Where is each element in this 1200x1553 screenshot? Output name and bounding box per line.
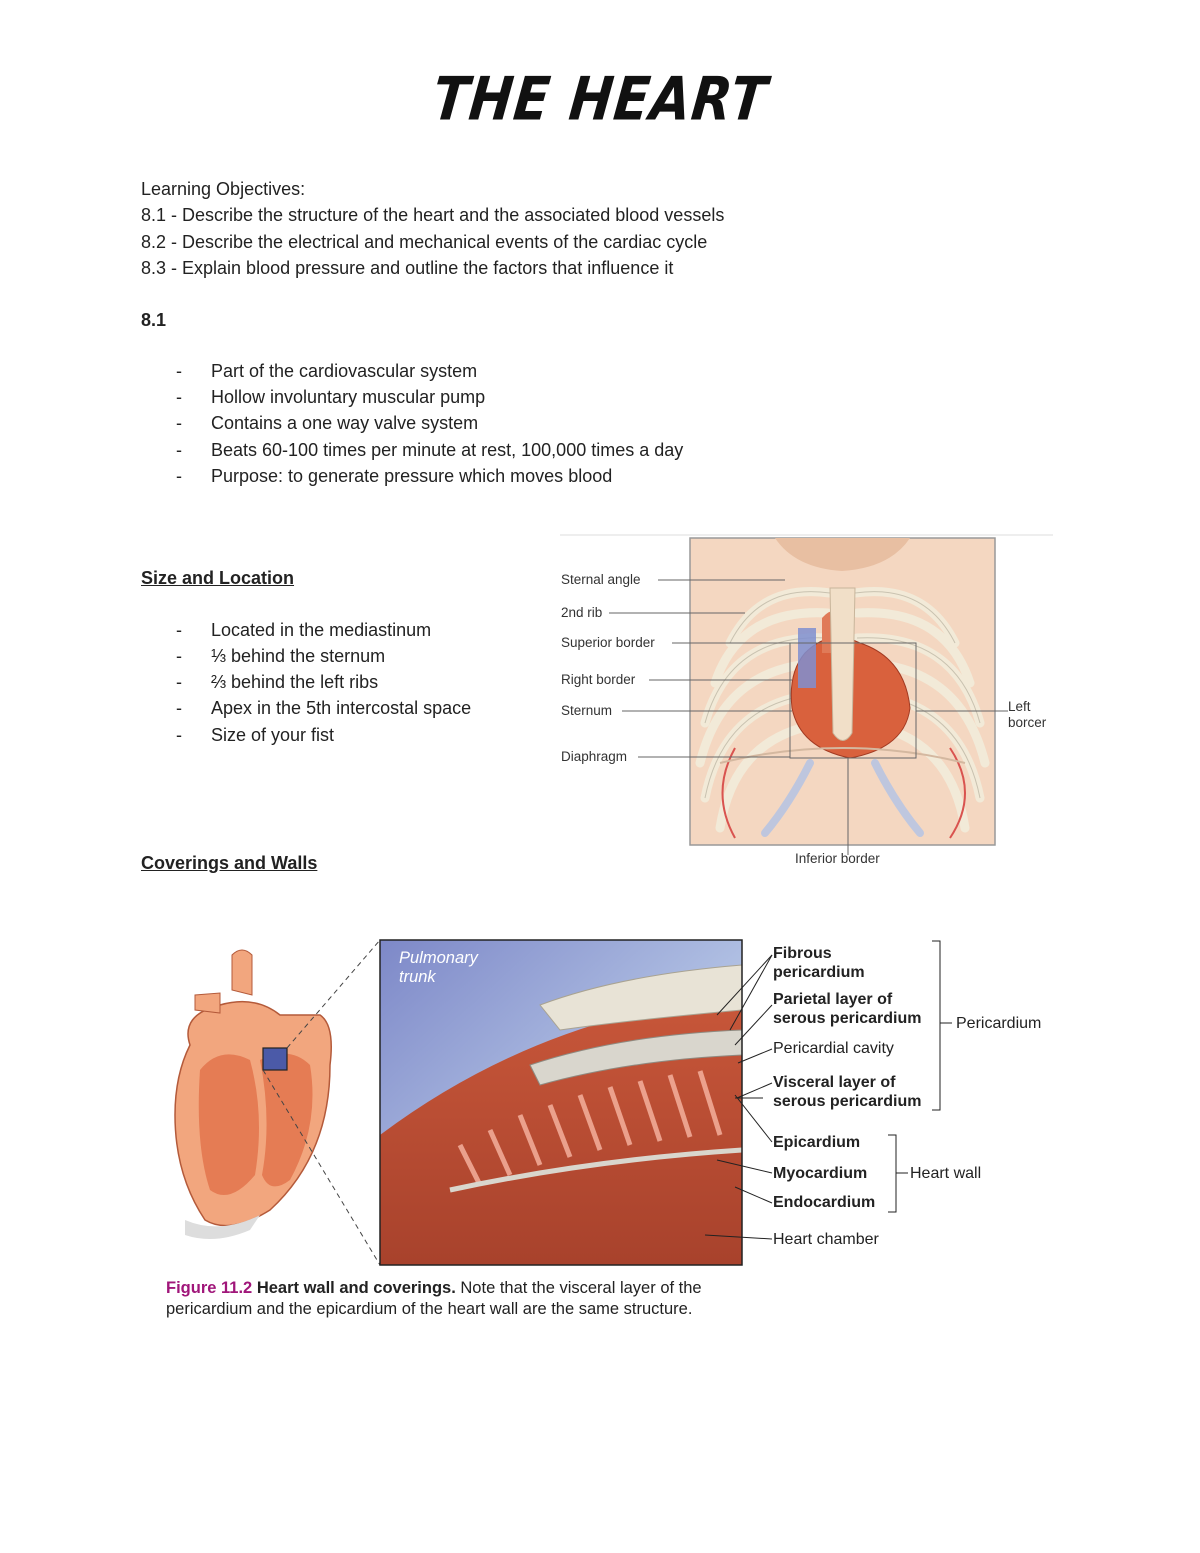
list-item: Contains a one way valve system (211, 413, 479, 433)
heart-wall-figure: Pulmonary trunk Fibrous pericardium Pari… (160, 935, 1060, 1275)
objective-item: 8.2 - Describe the electrical and mechan… (141, 232, 708, 252)
label-fibrous-2: pericardium (773, 964, 865, 981)
caption-text: Note that the visceral layer of the peri… (166, 1279, 702, 1318)
objective-item: 8.3 - Explain blood pressure and outline… (141, 258, 674, 278)
bullet-dash: - (176, 620, 182, 640)
label-parietal: Parietal layer of (773, 991, 893, 1008)
heart-location-figure: Sternal angle 2nd rib Superior border Ri… (560, 533, 1055, 873)
bullet-dash: - (176, 672, 182, 692)
inset-label-trunk: trunk (399, 968, 436, 986)
bullet-dash: - (176, 361, 182, 381)
objective-item: 8.1 - Describe the structure of the hear… (141, 205, 725, 225)
list-item: Size of your fist (211, 725, 335, 745)
list-item: Purpose: to generate pressure which move… (211, 466, 613, 486)
label-right-border: Right border (561, 672, 636, 687)
label-inferior-border: Inferior border (795, 851, 880, 866)
label-left-border-2: borcer (1008, 715, 1047, 730)
objectives-heading: Learning Objectives: (141, 179, 306, 199)
figure-caption: Figure 11.2 Heart wall and coverings. No… (166, 1278, 766, 1320)
page-title: THE HEART (429, 65, 771, 135)
caption-figure-number: Figure 11.2 (166, 1279, 253, 1297)
label-diaphragm: Diaphragm (561, 749, 628, 764)
section-heading-coverings: Coverings and Walls (141, 853, 318, 873)
list-item: ⅔ behind the left ribs (211, 672, 379, 692)
list-item: Beats 60-100 times per minute at rest, 1… (211, 440, 684, 460)
bullet-dash: - (176, 387, 182, 407)
label-visceral-2: serous pericardium (773, 1093, 922, 1110)
list-item: Located in the mediastinum (211, 620, 432, 640)
section-heading-8-1: 8.1 (141, 310, 167, 330)
heart-wall-illustration (174, 939, 952, 1266)
label-pericardial-cavity: Pericardial cavity (773, 1040, 894, 1057)
bullet-dash: - (176, 646, 182, 666)
section-heading-size-location: Size and Location (141, 568, 295, 588)
label-epicardium: Epicardium (773, 1134, 861, 1151)
list-item: Part of the cardiovascular system (211, 361, 478, 381)
label-heart-chamber: Heart chamber (773, 1231, 879, 1248)
inset-label-pulmonary: Pulmonary (399, 949, 478, 967)
label-pericardium: Pericardium (956, 1015, 1042, 1032)
bullet-dash: - (176, 413, 182, 433)
bullet-dash: - (176, 466, 182, 486)
label-left-border: Left (1008, 699, 1031, 714)
bullet-dash: - (176, 698, 182, 718)
label-visceral: Visceral layer of (773, 1074, 896, 1091)
label-sternal-angle: Sternal angle (561, 572, 641, 587)
label-myocardium: Myocardium (773, 1165, 868, 1182)
label-2nd-rib: 2nd rib (561, 605, 603, 620)
label-endocardium: Endocardium (773, 1194, 876, 1211)
bullet-dash: - (176, 440, 182, 460)
bullet-dash: - (176, 725, 182, 745)
list-item: ⅓ behind the sternum (211, 646, 386, 666)
label-parietal-2: serous pericardium (773, 1010, 922, 1027)
chest-illustration (560, 534, 1053, 855)
list-item: Apex in the 5th intercostal space (211, 698, 472, 718)
list-item: Hollow involuntary muscular pump (211, 387, 486, 407)
label-heart-wall: Heart wall (910, 1165, 982, 1182)
label-superior-border: Superior border (561, 635, 655, 650)
label-sternum: Sternum (561, 703, 613, 718)
caption-title: Heart wall and coverings. (256, 1279, 456, 1297)
label-fibrous: Fibrous (773, 945, 832, 962)
